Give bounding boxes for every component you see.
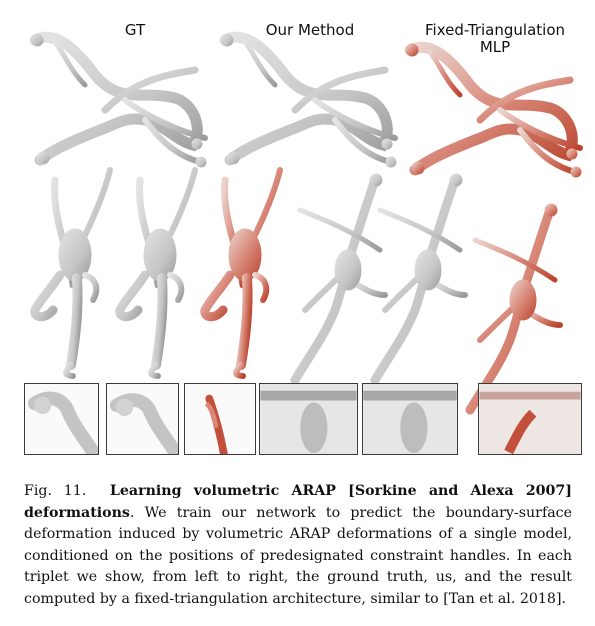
top-gt-render xyxy=(31,34,206,167)
zoom-thumbnail-dancer-our-method xyxy=(106,383,179,455)
top-our-method-render xyxy=(221,34,396,167)
lizard-our-method-render xyxy=(375,174,465,380)
caption-fig-label: Fig. 11. xyxy=(24,483,87,499)
dancer-baseline-render xyxy=(205,170,280,376)
column-label-our-method: Our Method xyxy=(265,21,355,39)
lizard-baseline-render xyxy=(470,204,560,410)
zoom-thumbnail-dancer-baseline xyxy=(184,383,256,455)
figure-caption: Fig. 11. Learning volumetric ARAP [Sorki… xyxy=(24,481,572,610)
top-baseline-render xyxy=(406,44,581,177)
lizard-gt-render xyxy=(295,174,385,380)
column-label-gt: GT xyxy=(124,21,146,39)
caption-title: Learning volumetric ARAP [Sorkine and Al… xyxy=(24,483,572,521)
zoom-thumbnail-dancer-gt xyxy=(24,383,99,455)
zoom-thumbnail-lizard-gt xyxy=(259,383,358,455)
column-label-fixed-triangulation-line1: Fixed-Triangulation xyxy=(424,21,566,39)
zoom-thumbnail-lizard-baseline xyxy=(478,383,582,455)
column-label-fixed-triangulation: Fixed-Triangulation MLP xyxy=(405,22,585,56)
column-label-fixed-triangulation-line2: MLP xyxy=(479,38,511,56)
zoom-thumbnail-lizard-our-method xyxy=(362,383,458,455)
dancer-our-method-render xyxy=(120,170,195,376)
dancer-gt-render xyxy=(35,170,110,376)
caption-body: . We train our network to predict the bo… xyxy=(24,504,572,607)
